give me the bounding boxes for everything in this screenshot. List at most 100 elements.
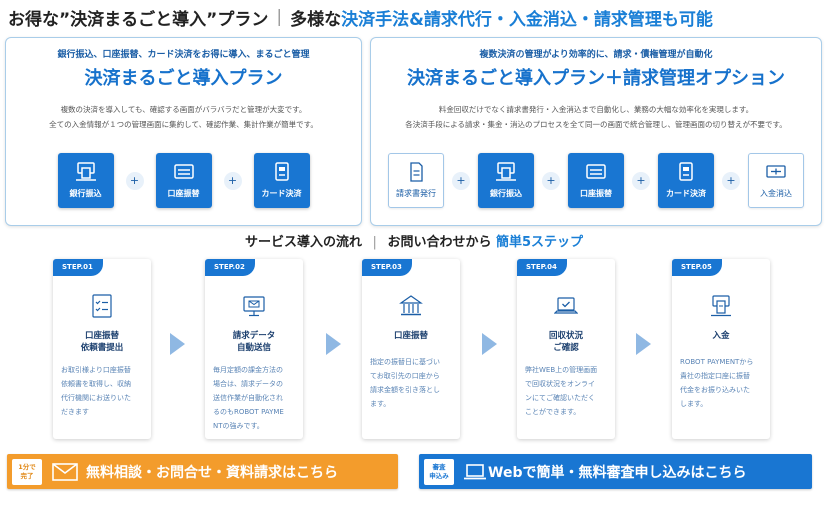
method-label: 銀行振込 xyxy=(490,189,522,198)
plan-basic-title: 決済まるごと導入プラン xyxy=(84,68,283,89)
step-desc-line: お取引様より口座振替 xyxy=(61,366,131,374)
card-payment-icon xyxy=(679,162,693,181)
method-bank-transfer: 銀行振込 xyxy=(57,153,114,208)
method-label: カード決済 xyxy=(261,189,302,198)
plan-option-description: 料金回収だけでなく請求書発行・入金消込まで自動化し、業務の大幅な効率化を実現しま… xyxy=(371,102,821,132)
method-invoice: 請求書発行 xyxy=(388,153,444,208)
step-title: 入金 xyxy=(672,330,770,342)
consult-cta-button[interactable]: 1分で 完了 無料相談・お問合せ・資料請求はこちら xyxy=(7,454,398,489)
step-desc-line: します。 xyxy=(680,400,708,408)
invoice-icon xyxy=(410,162,423,182)
deposit-atm-icon xyxy=(711,295,731,317)
step-tag: STEP.01 xyxy=(53,259,103,276)
step-title-line: 回収状況 xyxy=(548,331,583,341)
step-desc-line: ンにてご確認いただく xyxy=(525,394,595,402)
step-title-line: 口座振替 xyxy=(84,331,119,341)
plan-basic-desc-line: 全ての入金情報が１つの管理画面に集約して、確認作業、集計作業が簡単です。 xyxy=(49,120,318,129)
method-label: 口座振替 xyxy=(580,189,612,198)
step-card-5: STEP.05 入金 ROBOT PAYMENTから 貴社の指定口座に振替 代金… xyxy=(672,259,770,439)
step-desc-line: だきます xyxy=(61,408,89,416)
plan-basic-desc-line: 複数の決済を導入しても、確認する画面がバラバラだと管理が大変です。 xyxy=(60,105,307,114)
step-desc-line: 請求金額を引き落とし xyxy=(370,386,440,394)
step-icon-wrap xyxy=(517,293,615,319)
step-title-line: ご確認 xyxy=(553,343,579,353)
step-desc-line: てお取引先の口座から xyxy=(370,372,440,380)
monitor-mail-icon xyxy=(243,296,265,317)
method-account-transfer: 口座振替 xyxy=(155,153,212,208)
quick-badge: 1分で 完了 xyxy=(12,458,42,485)
step-icon-wrap xyxy=(205,293,303,319)
consult-cta-label: 無料相談・お問合せ・資料請求はこちら xyxy=(86,464,338,481)
step-title-line: 口座振替 xyxy=(393,331,428,341)
bank-transfer-icon xyxy=(496,162,516,181)
step-title-line: 自動送信 xyxy=(236,343,271,353)
plan-option-card: 複数決済の管理がより効率的に、請求・債権管理が自動化 決済まるごと導入プラン＋請… xyxy=(370,37,822,226)
checklist-icon xyxy=(92,294,112,318)
method-account-transfer: 口座振替 xyxy=(568,153,624,208)
step-title: 口座振替 xyxy=(362,330,460,342)
step-desc-line: ことができます。 xyxy=(525,408,581,416)
plan-option-methods: 請求書発行 + 銀行振込 + 口座振替 + カード決済 + 入金消込 xyxy=(371,153,821,208)
plan-basic-subtitle: 銀行振込、口座振替、カード決済をお得に導入、まるごと管理 xyxy=(57,50,310,60)
step-title: 請求データ 自動送信 xyxy=(205,330,303,354)
step-description: 弊社WEB上の管理画面 で回収状況をオンライ ンにてご確認いただく ことができま… xyxy=(525,363,607,419)
laptop-check-icon xyxy=(554,297,578,314)
headline-separator: | xyxy=(276,7,283,27)
plus-sign: + xyxy=(542,171,560,190)
apply-cta-button[interactable]: 審査 申込み Webで簡単・無料審査申し込みはこちら xyxy=(419,454,812,489)
step-desc-line: 弊社WEB上の管理画面 xyxy=(525,366,598,374)
step-title-line: 入金 xyxy=(712,331,730,341)
badge-line: 1分で xyxy=(18,462,36,471)
plan-basic-description: 複数の決済を導入しても、確認する画面がバラバラだと管理が大変です。 全ての入金情… xyxy=(6,102,361,132)
plan-option-title: 決済まるごと導入プラン＋請求管理オプション xyxy=(407,68,785,89)
step-desc-line: るのもROBOT PAYME xyxy=(213,408,284,416)
step-arrow xyxy=(170,333,185,355)
method-label: 入金消込 xyxy=(760,189,792,198)
flow-from-inquiry: お問い合わせから xyxy=(387,235,492,250)
apply-cta-label: Webで簡単・無料審査申し込みはこちら xyxy=(488,464,747,481)
plan-option-desc-line: 料金回収だけでなく請求書発行・入金消込まで自動化し、業務の大幅な効率化を実現しま… xyxy=(438,105,754,114)
step-icon-wrap xyxy=(672,293,770,319)
plus-sign: + xyxy=(632,171,650,190)
step-desc-line: 毎月定額の課金方法の xyxy=(213,366,283,374)
bank-building-icon xyxy=(399,295,423,316)
flow-headline: サービス導入の流れ | お問い合わせから 簡単5ステップ xyxy=(0,231,828,251)
account-transfer-icon xyxy=(173,164,194,179)
headline-features: 決済手法&請求代行・入金消込・請求管理も可能 xyxy=(341,9,713,30)
step-desc-line: 場合は、請求データの xyxy=(213,380,283,388)
method-reconciliation: 入金消込 xyxy=(748,153,804,208)
badge-line: 審査 xyxy=(432,462,446,471)
step-description: ROBOT PAYMENTから 貴社の指定口座に振替 代金をお振り込みいた しま… xyxy=(680,355,762,411)
step-tag: STEP.05 xyxy=(672,259,722,276)
step-desc-line: 代金をお振り込みいた xyxy=(680,386,750,394)
step-card-1: STEP.01 口座振替 依頼書提出 お取引様より口座振替 依頼書を取得し、収納… xyxy=(53,259,151,439)
step-title: 口座振替 依頼書提出 xyxy=(53,330,151,354)
plus-sign: + xyxy=(125,171,144,190)
step-description: 毎月定額の課金方法の 場合は、請求データの 送信作業が自動化され るのもROBO… xyxy=(213,363,295,433)
step-arrow xyxy=(482,333,497,355)
step-desc-line: 送信作業が自動化され xyxy=(213,394,283,402)
step-desc-line: ます。 xyxy=(370,400,391,408)
plan-basic-card: 銀行振込、口座振替、カード決済をお得に導入、まるごと管理 決済まるごと導入プラン… xyxy=(5,37,362,226)
plus-sign: + xyxy=(223,171,242,190)
step-desc-line: 指定の振替日に基づい xyxy=(370,358,440,366)
method-card-payment: カード決済 xyxy=(658,153,714,208)
step-arrow xyxy=(636,333,651,355)
headline-various: 多様な xyxy=(290,9,342,30)
mail-icon xyxy=(52,462,78,481)
step-desc-line: 貴社の指定口座に振替 xyxy=(680,372,750,380)
badge-line: 完了 xyxy=(20,471,34,480)
method-label: 請求書発行 xyxy=(396,189,436,198)
step-description: 指定の振替日に基づい てお取引先の口座から 請求金額を引き落とし ます。 xyxy=(370,355,452,411)
step-card-3: STEP.03 口座振替 指定の振替日に基づい てお取引先の口座から 請求金額を… xyxy=(362,259,460,439)
flow-title: サービス導入の流れ xyxy=(244,235,362,250)
apply-badge: 審査 申込み xyxy=(424,458,454,485)
step-desc-line: NTの強みです。 xyxy=(213,422,264,430)
plus-sign: + xyxy=(722,171,740,190)
flow-separator: | xyxy=(372,235,377,250)
step-card-4: STEP.04 回収状況 ご確認 弊社WEB上の管理画面 で回収状況をオンライ … xyxy=(517,259,615,439)
account-transfer-icon xyxy=(586,164,606,179)
flow-five-steps: 簡単5ステップ xyxy=(495,235,584,250)
reconciliation-icon xyxy=(766,165,786,178)
method-label: 銀行振込 xyxy=(69,189,102,198)
